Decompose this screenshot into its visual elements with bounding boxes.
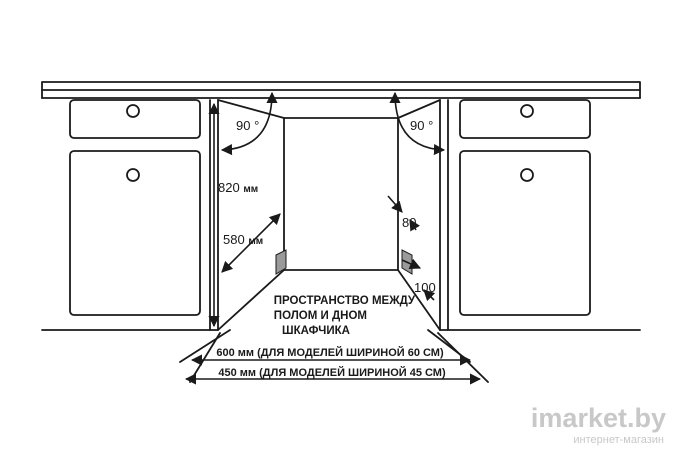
angle-left-label: 90 ° (236, 118, 259, 133)
space-label-line-1: ПРОСТРАНСТВО МЕЖДУ (274, 295, 416, 307)
watermark-logo: imarket.by (531, 403, 666, 433)
dim-100-arrow-bottom (423, 289, 436, 302)
dim-80-label: 80 (402, 215, 416, 230)
angle-arc-right (389, 91, 446, 156)
right-cabinet (439, 99, 641, 331)
dim-80-arrow-bottom (409, 219, 420, 232)
height-unit: мм (243, 184, 258, 195)
dim-80-arrow-top (387, 195, 403, 213)
height-value: 820 (218, 180, 240, 195)
angle-right-label: 90 ° (410, 118, 433, 133)
space-label: ПРОСТРАНСТВО МЕЖДУ ПОЛОМ И ДНОМ ШКАФЧИКА (274, 295, 419, 337)
countertop (41, 81, 641, 99)
width-60-label: 600 мм (ДЛЯ МОДЕЛЕЙ ШИРИНОЙ 60 СМ) (216, 346, 444, 359)
space-label-line-3: ШКАФЧИКА (282, 325, 350, 337)
watermark-tagline: интернет-магазин (573, 434, 664, 446)
angle-arc-left (220, 91, 278, 156)
left-cabinet (41, 99, 219, 331)
dim-100-label: 100 (414, 280, 436, 295)
depth-label: 580 мм (223, 232, 263, 247)
depth-unit: мм (248, 236, 263, 247)
dim-100-arrow-top (401, 258, 422, 270)
height-label: 820 мм (218, 180, 258, 195)
space-label-line-2: ПОЛОМ И ДНОМ (274, 310, 367, 322)
depth-arrow (221, 213, 281, 273)
width-45-label: 450 мм (ДЛЯ МОДЕЛЕЙ ШИРИНОЙ 45 СМ) (218, 366, 446, 379)
depth-value: 580 (223, 232, 245, 247)
